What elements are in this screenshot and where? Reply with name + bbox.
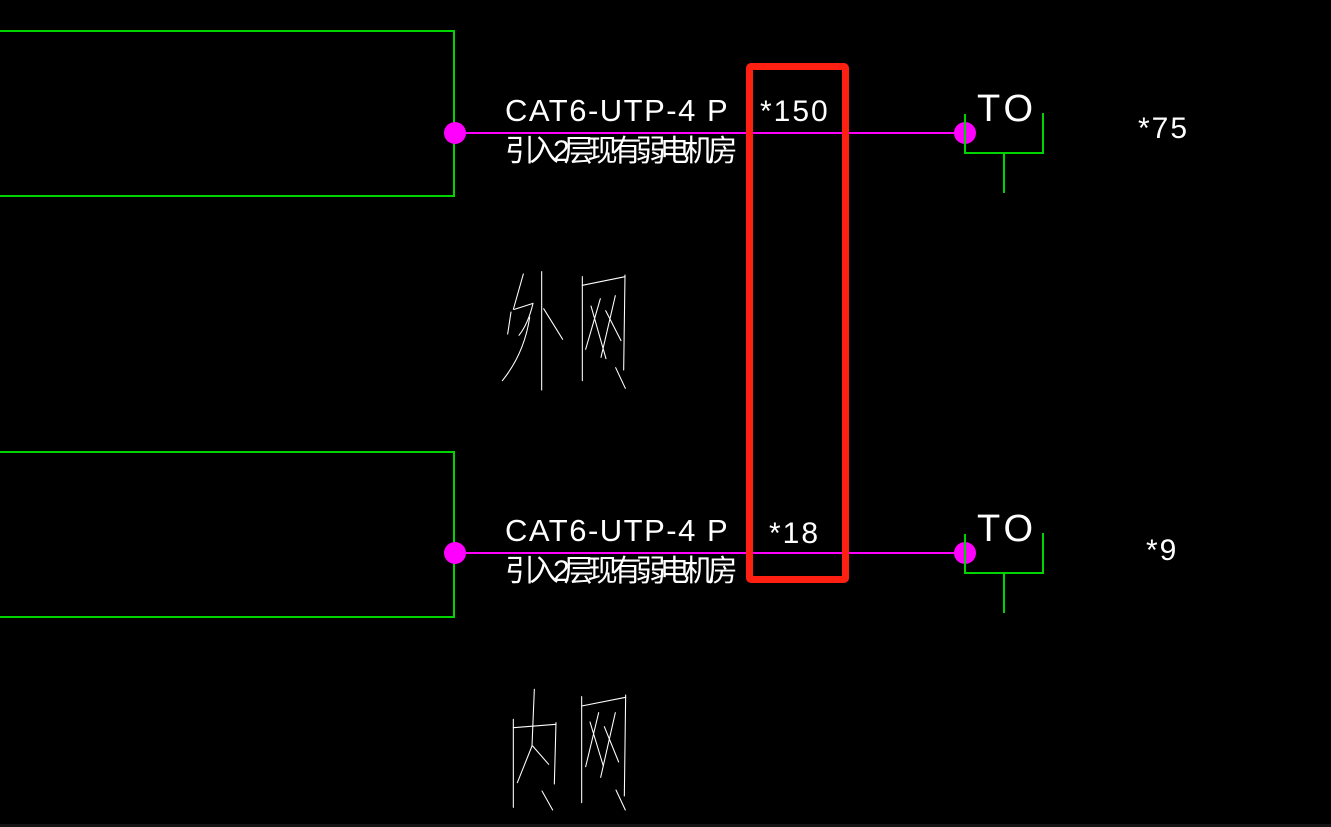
zone-label-internal xyxy=(512,688,627,811)
outlet-symbol-right-bar xyxy=(1042,113,1044,154)
routing-note-label: 引入2层现有弱电机房 xyxy=(505,135,738,168)
outlet-symbol-stem xyxy=(1003,574,1005,613)
telecom-outlet-label: TO xyxy=(977,508,1038,550)
cable-spec-label: CAT6-UTP-4 P xyxy=(505,93,730,128)
window-edge xyxy=(0,824,1331,827)
outlet-symbol-left-bar xyxy=(964,534,966,574)
cable-count-label: *18 xyxy=(769,517,821,550)
outlet-multiplier-label: *9 xyxy=(1146,534,1179,567)
telecom-outlet-label: TO xyxy=(977,88,1038,130)
cable-wire-external xyxy=(455,132,965,134)
equipment-box-external xyxy=(0,30,455,197)
connection-node xyxy=(444,542,466,564)
outlet-symbol-right-bar xyxy=(1042,533,1044,574)
outlet-symbol-left-bar xyxy=(964,114,966,154)
outlet-symbol-bottom-bar xyxy=(964,572,1044,574)
routing-note-label: 引入2层现有弱电机房 xyxy=(505,555,738,588)
cable-spec-label: CAT6-UTP-4 P xyxy=(505,513,730,548)
cable-count-label: *150 xyxy=(760,95,830,128)
cable-wire-internal xyxy=(455,552,965,554)
connection-node xyxy=(444,122,466,144)
outlet-symbol-bottom-bar xyxy=(964,152,1044,154)
equipment-box-internal xyxy=(0,451,455,618)
outlet-multiplier-label: *75 xyxy=(1138,112,1190,145)
outlet-symbol-stem xyxy=(1003,154,1005,193)
highlight-box xyxy=(746,63,849,583)
zone-label-external xyxy=(501,271,626,391)
